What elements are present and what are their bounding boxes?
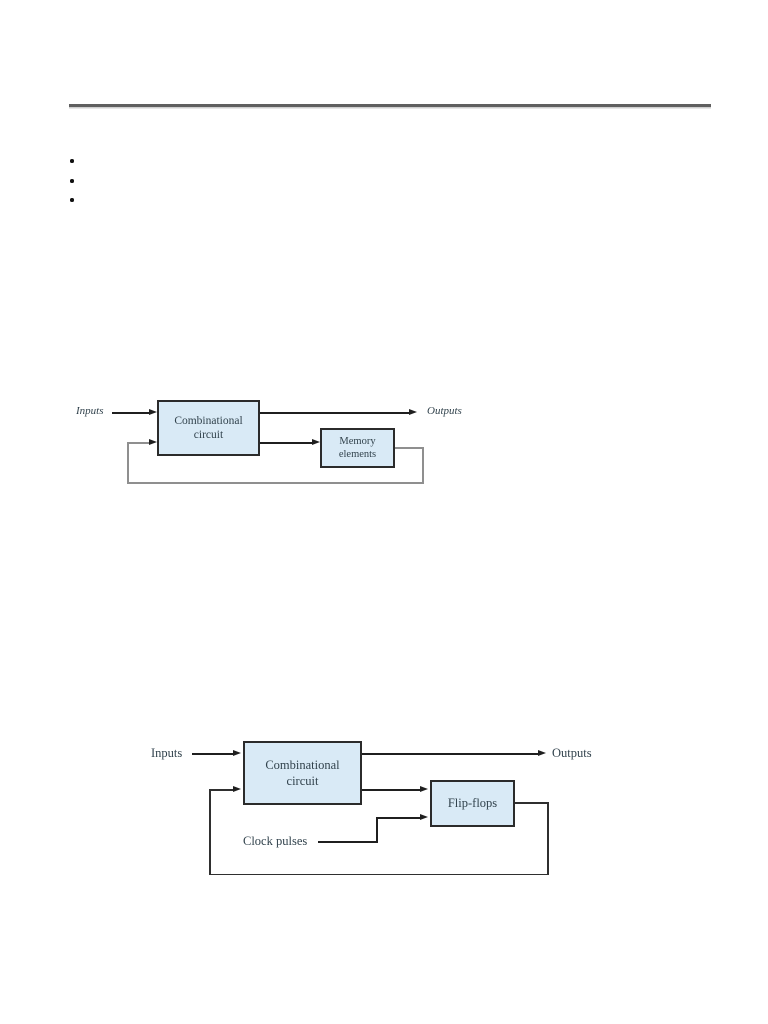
figure1-inputs-arrowhead-icon (149, 409, 157, 416)
figure2-outputs-label: Outputs (552, 746, 592, 760)
figure1-feedback-arrowhead-icon (149, 439, 157, 446)
bullet-icon (70, 159, 74, 163)
figure2-inputs-line (192, 753, 234, 755)
header-rule (69, 104, 711, 107)
figure2-outputs-arrowhead-icon (538, 750, 546, 757)
figure2-feedback-line-left-vertical (209, 789, 211, 876)
figure1-combinational-circuit-box: Combinational circuit (157, 400, 260, 456)
figure1-memory-elements-box: Memory elements (320, 428, 395, 468)
figure1-memory-arrowhead-icon (312, 439, 320, 446)
figure1-feedback-line-entry (127, 442, 150, 444)
figure2-flipflops-arrowhead-icon (420, 786, 428, 793)
figure2-clock-arrowhead-icon (420, 814, 428, 821)
figure2-feedback-line-right-horizontal (515, 802, 549, 804)
figure2-inputs-arrowhead-icon (233, 750, 241, 757)
bullet-icon (70, 179, 74, 183)
figure1-feedback-line-right-horizontal (395, 447, 424, 449)
figure1-feedback-line-bottom (127, 482, 424, 484)
figure2-feedback-line-entry (209, 789, 234, 791)
figure1-inputs-label: Inputs (76, 405, 104, 417)
figure2-combinational-circuit-box: Combinational circuit (243, 741, 362, 805)
figure2-clock-line-horizontal (318, 841, 378, 843)
figure2-flipflops-box: Flip-flops (430, 780, 515, 827)
figure2-clock-line-upper-horizontal (376, 817, 422, 819)
figure2-feedback-line-bottom (209, 873, 549, 876)
figure2-flipflops-input-line (362, 789, 421, 791)
figure1-inputs-line (112, 412, 150, 414)
figure1-memory-input-line (260, 442, 313, 444)
figure2-clock-line-vertical (376, 817, 378, 843)
figure2-clock-pulses-label: Clock pulses (243, 834, 308, 848)
figure1-outputs-label: Outputs (427, 405, 462, 417)
figure2-inputs-label: Inputs (151, 746, 183, 760)
bullet-icon (70, 198, 74, 202)
figure1-outputs-line (260, 412, 410, 414)
figure1-feedback-line-left-vertical (127, 442, 129, 484)
figure2-feedback-line-right-vertical (547, 802, 549, 876)
figure1-feedback-line-right-vertical (422, 447, 424, 484)
figure2-outputs-line (362, 753, 539, 755)
figure1-outputs-arrowhead-icon (409, 409, 417, 416)
figure2-feedback-arrowhead-icon (233, 786, 241, 793)
